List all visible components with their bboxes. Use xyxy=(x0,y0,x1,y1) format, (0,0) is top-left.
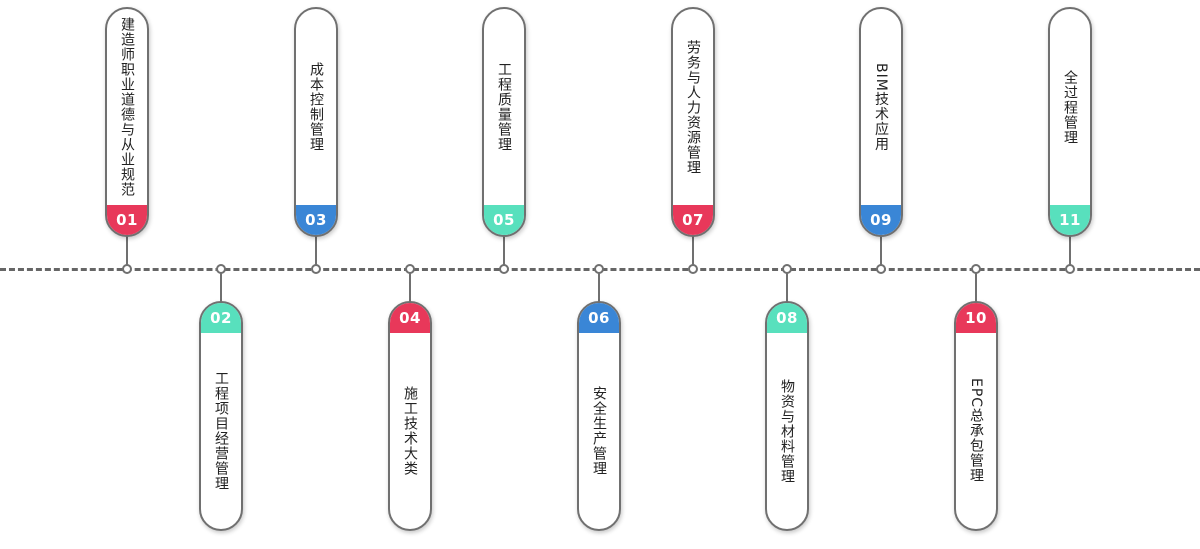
axis-dot xyxy=(1065,264,1075,274)
topic-card: 11 全过程管理 xyxy=(1048,7,1092,237)
axis-dot xyxy=(782,264,792,274)
topic-label: 全过程管理 xyxy=(1062,69,1078,145)
topic-label: 劳务与人力资源管理 xyxy=(685,39,701,175)
axis-dot xyxy=(122,264,132,274)
topic-number-badge: 08 xyxy=(767,303,807,333)
topic-card: 04 施工技术大类 xyxy=(388,301,432,531)
topic-label: BIM技术应用 xyxy=(873,62,889,152)
connector-stem xyxy=(315,235,317,269)
topic-label: 施工技术大类 xyxy=(402,386,418,476)
connector-stem xyxy=(409,269,411,303)
axis-dot xyxy=(499,264,509,274)
topic-number-badge: 05 xyxy=(484,205,524,235)
topic-number-badge: 07 xyxy=(673,205,713,235)
connector-stem xyxy=(786,269,788,303)
connector-stem xyxy=(220,269,222,303)
connector-stem xyxy=(692,235,694,269)
topic-label-area: 安全生产管理 xyxy=(579,341,619,521)
topic-number-badge: 10 xyxy=(956,303,996,333)
topic-label: 工程质量管理 xyxy=(496,62,512,152)
topic-label: 工程项目经营管理 xyxy=(213,371,229,491)
topic-label-area: 工程项目经营管理 xyxy=(201,341,241,521)
topic-number-badge: 03 xyxy=(296,205,336,235)
connector-stem xyxy=(880,235,882,269)
topic-label-area: 工程质量管理 xyxy=(484,17,524,197)
topic-label: 成本控制管理 xyxy=(308,62,324,152)
topic-card: 03 成本控制管理 xyxy=(294,7,338,237)
connector-stem xyxy=(598,269,600,303)
topic-label-area: 施工技术大类 xyxy=(390,341,430,521)
topic-card: 02 工程项目经营管理 xyxy=(199,301,243,531)
topic-label-area: EPC总承包管理 xyxy=(956,341,996,521)
topic-label: EPC总承包管理 xyxy=(968,378,984,484)
topic-label: 建造师职业道德与从业规范 xyxy=(119,17,135,197)
axis-dot xyxy=(971,264,981,274)
topic-number-badge: 04 xyxy=(390,303,430,333)
topic-card: 09 BIM技术应用 xyxy=(859,7,903,237)
topic-card: 07 劳务与人力资源管理 xyxy=(671,7,715,237)
axis-dot xyxy=(216,264,226,274)
topic-label-area: 全过程管理 xyxy=(1050,17,1090,197)
topic-card: 06 安全生产管理 xyxy=(577,301,621,531)
topic-label-area: 成本控制管理 xyxy=(296,17,336,197)
topic-card: 05 工程质量管理 xyxy=(482,7,526,237)
topic-label: 安全生产管理 xyxy=(591,386,607,476)
axis-dot xyxy=(876,264,886,274)
axis-dot xyxy=(594,264,604,274)
connector-stem xyxy=(1069,235,1071,269)
connector-stem xyxy=(975,269,977,303)
connector-stem xyxy=(126,235,128,269)
topic-number-badge: 02 xyxy=(201,303,241,333)
topic-number-badge: 01 xyxy=(107,205,147,235)
topic-number-badge: 11 xyxy=(1050,205,1090,235)
topic-label-area: BIM技术应用 xyxy=(861,17,901,197)
topic-label-area: 劳务与人力资源管理 xyxy=(673,17,713,197)
topic-label-area: 建造师职业道德与从业规范 xyxy=(107,17,147,197)
topic-label-area: 物资与材料管理 xyxy=(767,341,807,521)
axis-dot xyxy=(311,264,321,274)
topic-card: 01 建造师职业道德与从业规范 xyxy=(105,7,149,237)
topic-card: 08 物资与材料管理 xyxy=(765,301,809,531)
axis-dot xyxy=(405,264,415,274)
axis-dot xyxy=(688,264,698,274)
topic-number-badge: 06 xyxy=(579,303,619,333)
topic-number-badge: 09 xyxy=(861,205,901,235)
topic-label: 物资与材料管理 xyxy=(779,378,795,484)
connector-stem xyxy=(503,235,505,269)
